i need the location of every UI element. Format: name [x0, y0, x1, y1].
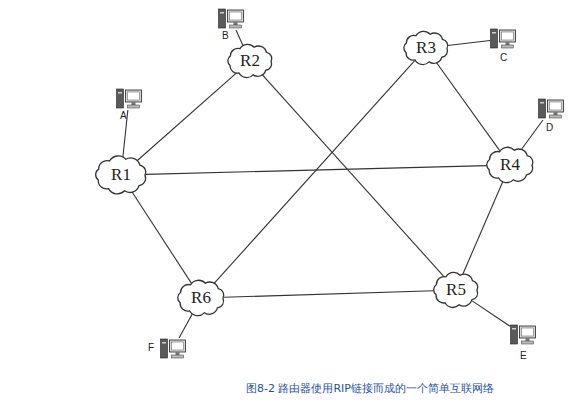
network-link [472, 301, 510, 326]
computer-icon [538, 98, 564, 120]
host-computer: F [160, 338, 186, 360]
host-name: F [148, 342, 154, 353]
router-cloud: R3 [398, 27, 454, 69]
router-name: R4 [481, 143, 539, 187]
network-link [520, 120, 543, 151]
host-computer: D [538, 98, 564, 120]
network-link [136, 73, 236, 162]
network-link [179, 313, 193, 338]
computer-parts [491, 29, 516, 48]
router-name: R2 [222, 40, 278, 82]
host-name: A [120, 110, 127, 121]
computer-icon [510, 324, 536, 346]
router-cloud: R4 [481, 143, 539, 187]
figure-caption: 图8-2 路由器使用RIP链接而成的一个简单互联网络 [170, 381, 570, 396]
router-name: R6 [172, 276, 230, 320]
router-cloud: R5 [428, 268, 484, 312]
network-link [436, 61, 500, 150]
network-link [463, 180, 504, 274]
network-link [236, 30, 244, 47]
computer-icon [490, 28, 516, 50]
computer-icon [218, 8, 244, 30]
host-computer: C [490, 28, 516, 50]
network-link [224, 291, 434, 298]
host-name: E [520, 350, 527, 361]
host-computer: B [218, 8, 244, 30]
network-link [131, 191, 191, 284]
computer-parts [539, 99, 564, 118]
computer-parts [117, 89, 142, 108]
computer-icon [116, 88, 142, 110]
router-cloud: R2 [222, 40, 278, 82]
computer-parts [161, 339, 186, 358]
router-name: R1 [90, 152, 152, 198]
network-link [213, 61, 414, 285]
computer-parts [219, 9, 244, 28]
host-computer: E [510, 324, 536, 346]
host-name: C [500, 52, 507, 63]
router-name: R5 [428, 268, 484, 312]
network-link [262, 74, 444, 277]
host-name: D [546, 122, 553, 133]
computer-parts [511, 325, 536, 344]
network-link [448, 41, 490, 46]
router-cloud: R1 [90, 152, 152, 198]
router-cloud: R6 [172, 276, 230, 320]
computer-icon [160, 338, 186, 360]
router-name: R3 [398, 27, 454, 69]
host-name: B [222, 30, 229, 41]
host-computer: A [116, 88, 142, 110]
